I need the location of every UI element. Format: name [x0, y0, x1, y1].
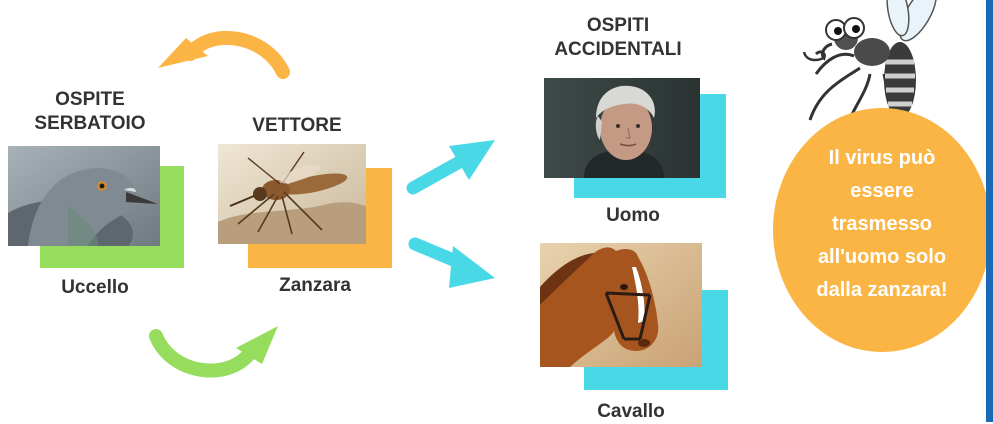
cycle-arrow-top-icon [158, 30, 290, 79]
mosquito-image [218, 144, 366, 244]
horse-label: Cavallo [597, 401, 665, 422]
info-bubble-text: Il virus può essere trasmesso all'uomo s… [793, 142, 971, 307]
horse-photo [540, 243, 702, 367]
vector-heading: VETTORE [252, 115, 342, 136]
info-bubble-line1: Il virus può [828, 147, 936, 169]
horse-image [540, 243, 702, 367]
pigeon-image [8, 146, 160, 246]
accidental-hosts-heading-line1: OSPITI [586, 15, 650, 36]
mosquito-label: Zanzara [279, 275, 351, 296]
mosquito-mascot-icon [802, 0, 937, 141]
accidental-hosts-heading: OSPITI ACCIDENTALI [530, 14, 706, 62]
arrow-to-human-icon [406, 140, 495, 195]
info-bubble-line4: all'uomo solo [817, 246, 947, 268]
elderly-man-image [544, 78, 700, 178]
mosquito-photo [218, 144, 366, 244]
info-bubble-line2: essere [850, 180, 914, 202]
bird-photo [8, 146, 160, 246]
bird-label: Uccello [61, 277, 129, 298]
info-bubble-line5: dalla zanzara! [816, 279, 948, 301]
info-bubble-line3: trasmesso [831, 213, 933, 235]
info-bubble [773, 108, 991, 352]
human-label: Uomo [606, 205, 660, 226]
cycle-arrow-bottom-icon [149, 326, 278, 378]
arrow-to-horse-icon [408, 237, 495, 288]
reservoir-host-heading: OSPITE SERBATOIO [0, 88, 180, 136]
human-photo [544, 78, 700, 178]
reservoir-host-heading-line1: OSPITE [55, 89, 125, 110]
right-edge-bar [986, 0, 993, 422]
reservoir-host-heading-line2: SERBATOIO [34, 113, 146, 134]
accidental-hosts-heading-line2: ACCIDENTALI [554, 39, 682, 60]
